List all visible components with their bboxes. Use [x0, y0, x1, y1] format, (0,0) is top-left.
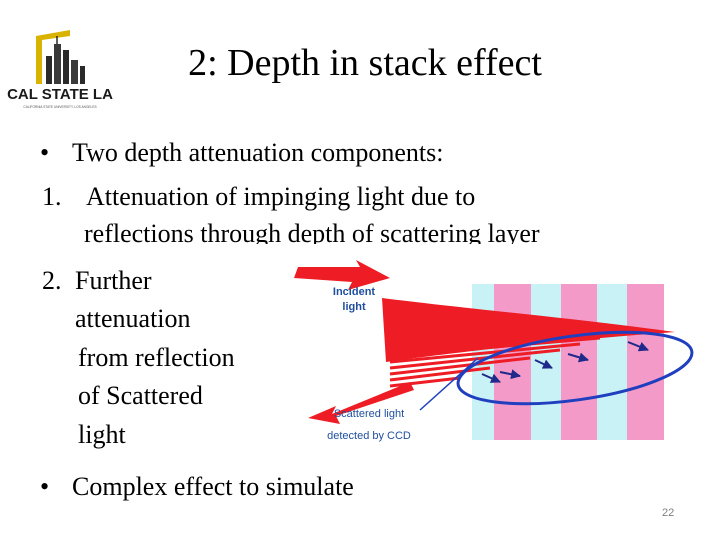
- scattered-label: detected by CCD: [327, 430, 411, 442]
- scattering-diagram: Incident light Scattered light detected …: [294, 260, 694, 442]
- list-item-line: light: [78, 420, 126, 449]
- scattered-beam-lines: [389, 330, 621, 388]
- list-item-line: from reflection: [78, 343, 235, 372]
- incident-arrow: [294, 260, 390, 290]
- incident-label: Incident: [333, 286, 376, 298]
- scattered-arrow: [308, 382, 414, 424]
- bullet-text: Two depth attenuation components:: [72, 138, 444, 167]
- logo-subtext: CALIFORNIA STATE UNIVERSITY, LOS ANGELES: [23, 105, 96, 109]
- label-connector: [419, 357, 479, 411]
- incident-label: light: [342, 301, 366, 313]
- list-item-line: attenuation: [75, 304, 191, 333]
- cal-state-la-logo: CAL STATE LA CALIFORNIA STATE UNIVERSITY…: [7, 30, 113, 109]
- logo-text: CAL STATE LA: [7, 86, 113, 103]
- list-marker: 2.: [42, 266, 62, 295]
- list-item-line: of Scattered: [78, 381, 203, 410]
- scatter-region-ellipse: [456, 330, 694, 406]
- page-number: 22: [662, 507, 675, 519]
- list-item-line: Attenuation of impinging light due to: [86, 182, 476, 211]
- scattered-label: Scattered light: [334, 408, 404, 420]
- slide-title: 2: Depth in stack effect: [188, 42, 542, 84]
- list-item-line: reflections through depth of scattering …: [84, 221, 540, 244]
- list-marker: 1.: [42, 182, 62, 211]
- bullet-marker: •: [40, 138, 50, 167]
- list-item-line: Further: [75, 266, 152, 295]
- bullet-text: Complex effect to simulate: [72, 472, 354, 501]
- scatter-arrows: [481, 341, 649, 383]
- bullet-marker: •: [40, 472, 50, 501]
